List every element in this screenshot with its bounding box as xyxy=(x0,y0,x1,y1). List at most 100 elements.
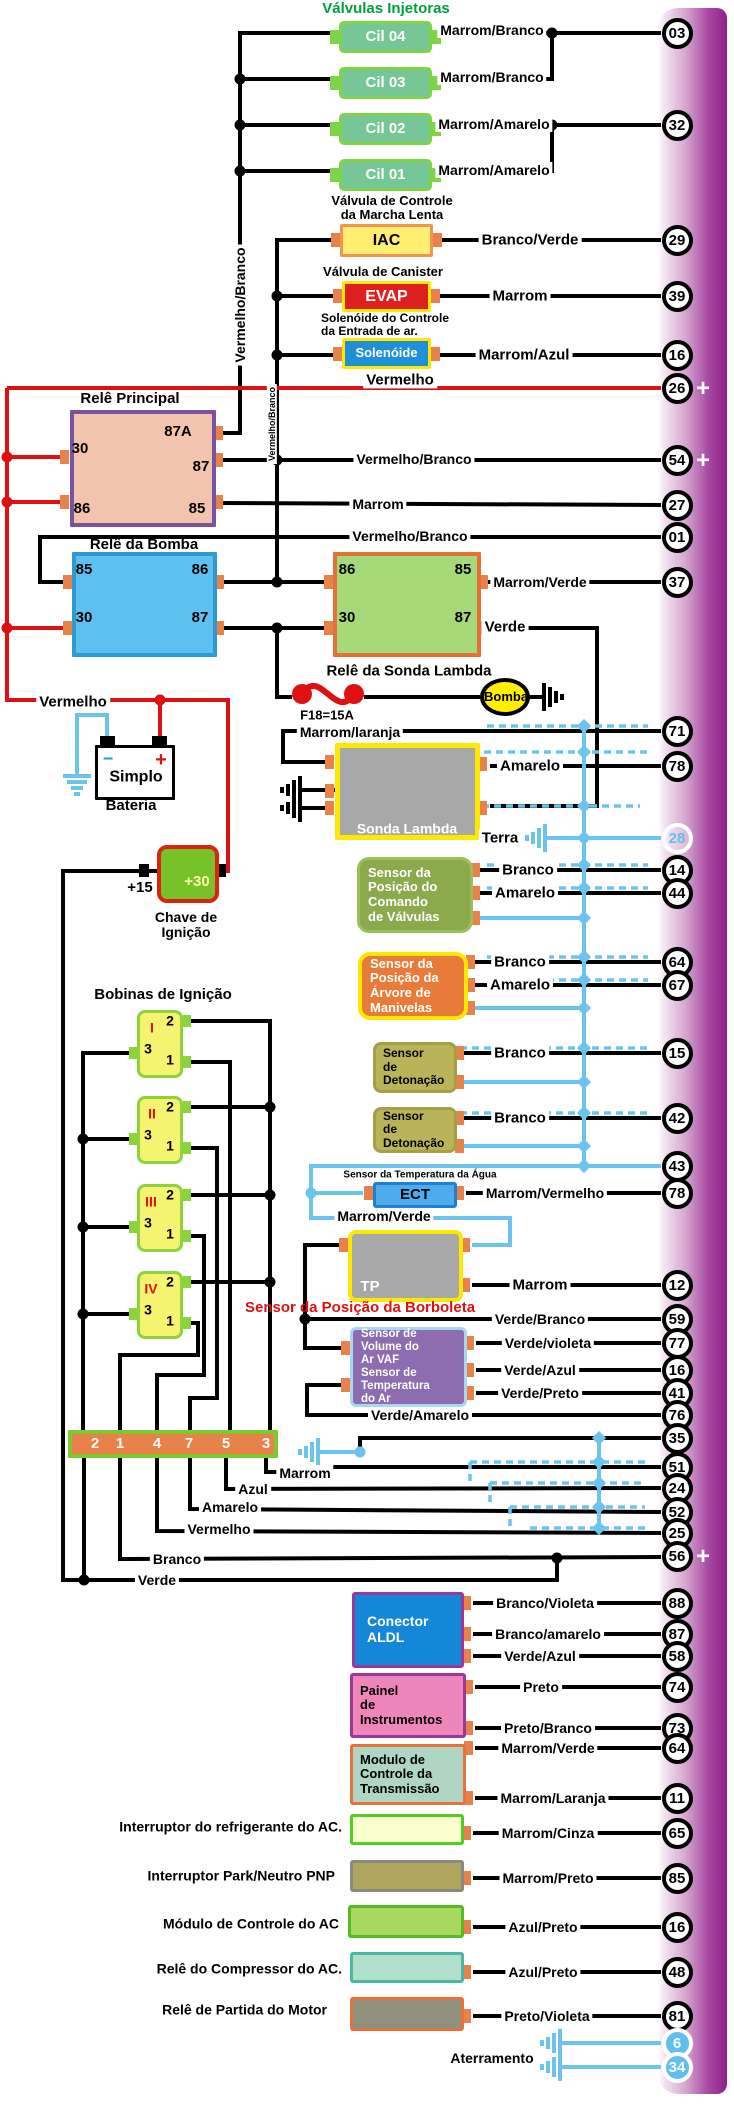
label-38: Amarelo xyxy=(486,976,554,994)
connector-tab xyxy=(462,1871,471,1885)
component-ect: ECT xyxy=(373,1182,457,1208)
connector-tab xyxy=(432,76,441,90)
junction-dot xyxy=(234,73,246,85)
component-label: Cil 04 xyxy=(365,27,406,45)
connector-tab xyxy=(462,1596,471,1610)
connector-tab xyxy=(465,1363,474,1377)
connector-tab xyxy=(183,1142,191,1154)
shield-junction-diamond xyxy=(591,1454,607,1470)
junction-dot xyxy=(264,1101,276,1113)
label-68: 1 xyxy=(166,1312,174,1329)
connector-tab xyxy=(129,1047,137,1059)
ground-icon xyxy=(280,776,302,804)
pin-26: 26 xyxy=(661,372,693,404)
label-35: Branco xyxy=(499,861,557,879)
component-label: ECT xyxy=(400,1185,430,1203)
junction-dot xyxy=(77,1133,89,1145)
label-46: Marrom xyxy=(509,1276,571,1294)
component-label: Sensor da Posição da Árvore de Manivelas xyxy=(370,955,439,1015)
label-111: 87 xyxy=(454,608,472,626)
label-84: Preto xyxy=(520,1678,562,1696)
wire xyxy=(155,1234,206,1430)
connector-tab xyxy=(433,233,442,247)
connector-tab xyxy=(462,1826,471,1840)
label-100: 87A xyxy=(164,422,192,440)
label-106: 30 xyxy=(75,608,93,626)
label-2: Marrom/Branco xyxy=(437,68,547,86)
label-64: 1 xyxy=(166,1225,174,1242)
component-interruptor-pnp xyxy=(350,1860,464,1892)
label-30: Sonda Lambda xyxy=(356,820,458,837)
connector-tab xyxy=(183,1317,191,1329)
connector-tab xyxy=(455,1139,464,1153)
label-55: 3 xyxy=(144,1040,152,1057)
label-77: Amarelo xyxy=(198,1498,262,1516)
label-67: 3 xyxy=(144,1301,152,1318)
shield-junction-diamond xyxy=(591,1499,607,1515)
component-conector-aldl: Conector ALDL xyxy=(352,1592,464,1668)
connector-tab xyxy=(462,1920,471,1934)
pin-88: 88 xyxy=(661,1587,693,1619)
shield-junction-diamond xyxy=(591,1430,607,1446)
wire xyxy=(303,1243,350,1350)
pin-85: 85 xyxy=(661,1862,693,1894)
connector-tab xyxy=(325,755,334,769)
shield-junction-diamond xyxy=(591,1475,607,1491)
label-89: Marrom/Cinza xyxy=(498,1824,598,1842)
junction-dot xyxy=(299,1313,311,1325)
connector-tab xyxy=(341,1378,350,1392)
label-20: Verde xyxy=(481,618,529,636)
label-104: 85 xyxy=(75,560,93,578)
component-tp xyxy=(348,1230,463,1302)
junction-dot xyxy=(78,1574,90,1586)
connector-tab xyxy=(364,1186,373,1200)
label-26: Simplo xyxy=(109,768,163,786)
pin-15: 15 xyxy=(661,1037,693,1069)
label-21: Relê da Sonda Lambda xyxy=(323,662,495,680)
label-43: Marrom/Vermelho xyxy=(482,1184,608,1202)
component-chave-ignicao xyxy=(157,845,219,903)
component-cil02: Cil 02 xyxy=(339,113,432,145)
label-48: Verde/Branco xyxy=(491,1310,589,1328)
label-62: 2 xyxy=(166,1186,174,1203)
wire xyxy=(118,1321,200,1430)
junction-dot xyxy=(234,119,246,131)
label-88: Interruptor do refrigerante do AC. xyxy=(119,1818,342,1835)
connector-tab xyxy=(325,801,334,815)
label-108: 86 xyxy=(338,560,356,578)
component-label: Cil 02 xyxy=(365,119,406,137)
pin-78: 78 xyxy=(661,1177,693,1209)
shield-junction-diamond xyxy=(576,1158,592,1174)
component-bobina-1 xyxy=(137,1010,183,1078)
pin-34: 34 xyxy=(661,2051,693,2083)
component-interruptor-refrigerante xyxy=(350,1814,464,1845)
label-32: +15 xyxy=(127,878,153,896)
shield-junction-diamond xyxy=(591,1520,607,1536)
connector-tab xyxy=(464,1791,473,1805)
pin-59: 59 xyxy=(661,1303,693,1335)
pin-64: 64 xyxy=(661,1732,693,1764)
connector-tab xyxy=(129,1133,137,1145)
label-79: Branco xyxy=(149,1550,205,1568)
plus-mark: + xyxy=(695,375,711,402)
label-81: Branco/Violeta xyxy=(493,1594,597,1612)
connector-tab xyxy=(478,757,487,771)
label-24: Marrom/laranja xyxy=(296,723,404,741)
component-bobina-2 xyxy=(137,1096,183,1164)
component-label: Modulo de Controle da Transmissão xyxy=(360,1751,440,1796)
component-label: Sensor de Detonação xyxy=(383,1046,445,1088)
label-45: TP xyxy=(360,1277,380,1295)
label-75: Marrom xyxy=(276,1464,334,1482)
connector-tab xyxy=(455,1111,464,1125)
pin-81: 81 xyxy=(661,2000,693,2032)
label-22: F18=15A xyxy=(297,708,357,724)
label-29: + xyxy=(155,749,167,772)
connector-tab xyxy=(431,347,440,361)
label-7: Válvula de Canister xyxy=(323,263,443,279)
pin-12: 12 xyxy=(661,1269,693,1301)
label-44: Marrom/Verde xyxy=(334,1207,434,1225)
junction-dot xyxy=(77,1308,89,1320)
connector-tab xyxy=(455,1075,464,1089)
component-rele-compressor xyxy=(350,1952,464,1983)
